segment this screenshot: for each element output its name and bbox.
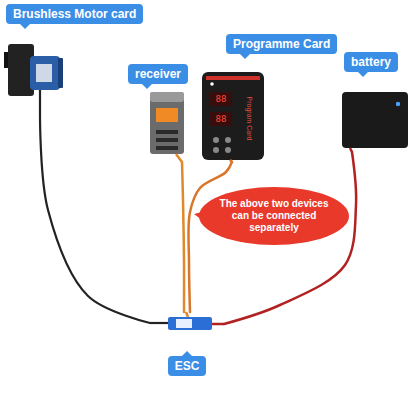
note-text: The above two devices can be connected s… (218, 198, 330, 234)
motor-sticker (36, 64, 52, 82)
card-print: Program Card (247, 96, 254, 140)
callout-label: Programme Card (226, 34, 337, 54)
battery-node: battery (338, 52, 412, 152)
segment-display (210, 112, 232, 126)
esc-wire-stub (186, 312, 188, 317)
esc-board (168, 317, 212, 330)
card-button (213, 147, 219, 153)
receiver-pins (156, 130, 178, 134)
card-button (225, 137, 231, 143)
esc-wire-stub (212, 323, 224, 326)
receiver-display (156, 108, 178, 122)
callout-label: Brushless Motor card (6, 4, 143, 24)
segment-digits: 88 (216, 95, 227, 104)
esc-illustration (150, 312, 224, 330)
callout-label: battery (344, 52, 398, 72)
wire-connector (182, 162, 184, 312)
program-card-illustration (202, 72, 264, 162)
segment-digits: 88 (216, 115, 227, 124)
segment-display (210, 92, 232, 106)
esc-sticker (176, 319, 192, 328)
program-card-body (202, 72, 264, 160)
receiver-wire-stub (176, 154, 182, 162)
bubble-body (199, 187, 349, 245)
receiver-node: receiver (126, 64, 194, 162)
motor-wire-stub (39, 90, 41, 114)
motor-body (30, 56, 60, 90)
card-led (210, 82, 214, 86)
motor-illustration (4, 44, 63, 114)
program-card-stripe (206, 76, 260, 80)
battery-led (396, 102, 400, 106)
card-button (225, 147, 231, 153)
receiver-top (150, 92, 184, 102)
receiver-body (150, 92, 184, 154)
motor-node: Brushless Motor card (4, 4, 150, 114)
esc-wire-stub (150, 322, 168, 324)
receiver-illustration (150, 92, 184, 162)
callout-label: ESC (168, 356, 207, 376)
esc-node: ESC (150, 312, 224, 384)
battery-body (342, 92, 408, 148)
battery-illustration (342, 92, 408, 152)
card-button (213, 137, 219, 143)
note-bubble: The above two devices can be connected s… (198, 186, 350, 246)
wire-connector (40, 114, 150, 323)
receiver-pins (156, 138, 178, 142)
callout-label: receiver (128, 64, 188, 84)
receiver-pins (156, 146, 178, 150)
motor-endcap (58, 58, 63, 88)
